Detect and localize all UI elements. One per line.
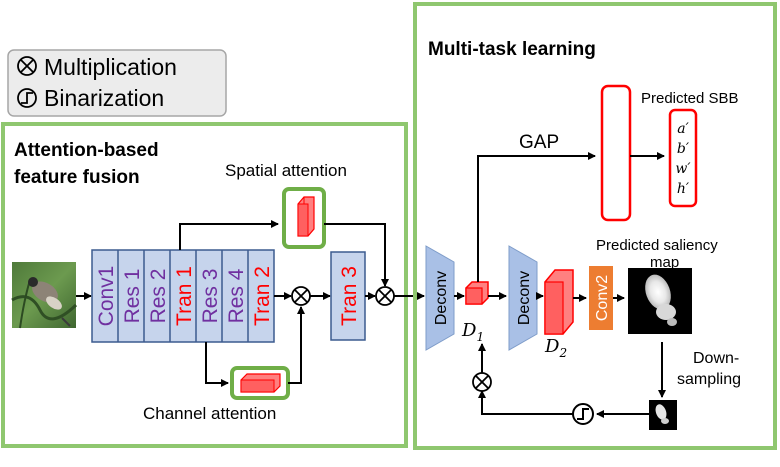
backbone-blocks: Conv1 Res 1 Res 2 Tran 1 Res 3 Res 4 Tra… (91, 249, 275, 343)
d2-feature-slab (544, 269, 574, 335)
binarization-node (572, 403, 594, 425)
saliency-map-image (628, 268, 692, 334)
conv2-block: Conv2 (589, 266, 613, 330)
d1-label: D1 (461, 320, 484, 344)
predicted-sbb-label: Predicted SBB (641, 90, 739, 107)
tran3-block: Tran 3 (330, 251, 366, 341)
predicted-saliency-label-line1: Predicted saliency (596, 237, 718, 254)
block-tran3: Tran 3 (338, 266, 361, 326)
d2-label: D2 (544, 336, 567, 360)
block-res2: Res 2 (147, 269, 170, 324)
left-panel-title-line1: Attention-based (14, 140, 159, 161)
downsampling-label-line2: sampling (677, 371, 741, 388)
right-panel-title: Multi-task learning (428, 39, 596, 60)
multitask-panel: Multi-task learning Deconv D1 GAP Predic… (413, 2, 777, 450)
channel-attention-module (230, 366, 290, 400)
downsampling-label-line1: Down- (693, 350, 739, 367)
legend: Multiplication Binarization (7, 49, 227, 117)
sbb-a: a′ (677, 121, 689, 137)
block-res3: Res 3 (199, 269, 222, 324)
block-tran2: Tran 2 (251, 266, 274, 326)
binarization-icon (17, 88, 37, 108)
d1-feature-cube (465, 281, 489, 305)
multiplication-node-1 (291, 286, 311, 306)
deconv-label-2: Deconv (516, 271, 533, 325)
deconv-block-1: Deconv (425, 245, 455, 351)
gap-label: GAP (519, 132, 559, 153)
block-conv1: Conv1 (95, 266, 118, 327)
multiplication-icon (17, 56, 37, 76)
predicted-saliency-label-line2: map (650, 254, 679, 271)
channel-attention-label: Channel attention (143, 404, 276, 423)
deconv-block-2: Deconv (508, 245, 538, 351)
sbb-b: b′ (677, 141, 690, 157)
block-tran1: Tran 1 (173, 266, 196, 326)
multiplication-node-3 (472, 372, 492, 392)
multiplication-node-2 (375, 286, 395, 306)
sbb-w: w′ (675, 161, 691, 177)
block-res1: Res 1 (121, 269, 144, 324)
conv2-label: Conv2 (594, 275, 611, 321)
legend-multiplication-label: Multiplication (44, 54, 177, 80)
spatial-attention-module (282, 187, 326, 249)
attention-fusion-panel: Attention-based feature fusion Conv1 Res… (1, 122, 408, 448)
sbb-vector: a′ b′ w′ h′ (668, 108, 698, 208)
deconv-label-1: Deconv (433, 271, 450, 325)
fc-layer (600, 84, 632, 222)
spatial-attention-label: Spatial attention (225, 161, 347, 180)
legend-binarization-label: Binarization (44, 85, 164, 111)
input-bird-image (11, 262, 78, 329)
block-res4: Res 4 (225, 268, 248, 323)
downsampled-map-image (649, 400, 677, 430)
sbb-h: h′ (677, 181, 690, 197)
left-panel-title-line2: feature fusion (14, 167, 140, 188)
